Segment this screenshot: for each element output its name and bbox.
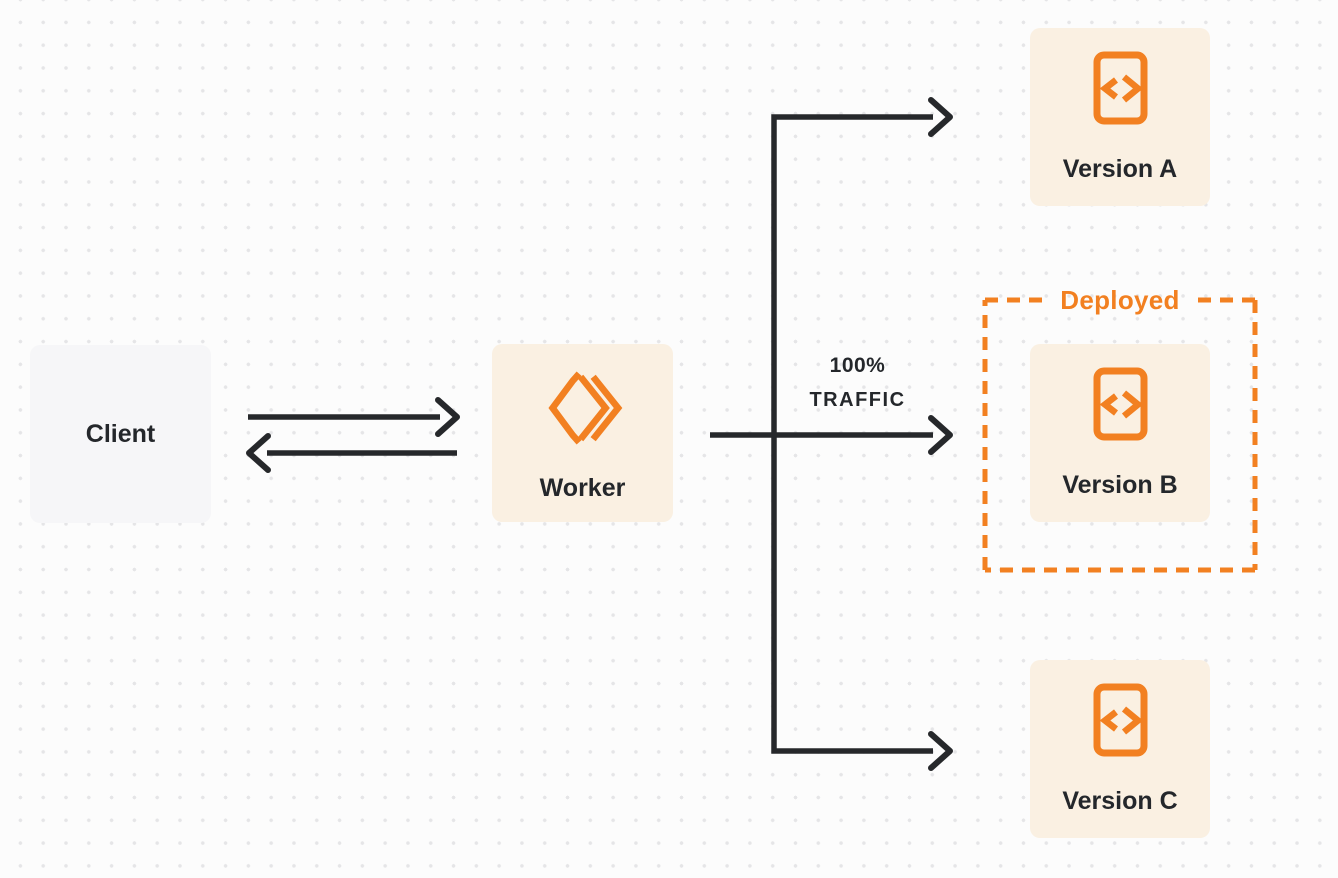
traffic-annotation: 100% TRAFFIC — [780, 349, 935, 417]
worker-node: Worker — [492, 344, 673, 522]
code-file-icon — [1093, 367, 1148, 441]
version-a-label: Version A — [1062, 155, 1178, 183]
version-b-node: Version B — [1030, 344, 1210, 522]
traffic-percent-text: 100% — [829, 354, 886, 377]
client-node: Client — [30, 345, 211, 523]
worker-label: Worker — [539, 474, 626, 502]
arrowhead-to-version-c — [928, 731, 953, 771]
version-c-node: Version C — [1030, 660, 1210, 838]
code-file-icon — [1093, 683, 1148, 757]
version-b-label: Version B — [1062, 471, 1178, 499]
version-c-label: Version C — [1062, 787, 1178, 815]
arrowhead-to-version-b — [928, 415, 953, 455]
traffic-word-text: TRAFFIC — [809, 389, 906, 411]
workers-logo-icon — [547, 371, 622, 445]
arrowhead-client-to-worker — [435, 397, 460, 437]
branch-trunk-line — [771, 114, 933, 754]
client-label: Client — [85, 420, 156, 448]
version-a-node: Version A — [1030, 28, 1210, 206]
arrowhead-to-version-a — [928, 97, 953, 137]
code-file-icon — [1093, 51, 1148, 125]
deployed-label: Deployed — [1060, 285, 1180, 315]
arrowhead-worker-to-client — [246, 433, 271, 473]
